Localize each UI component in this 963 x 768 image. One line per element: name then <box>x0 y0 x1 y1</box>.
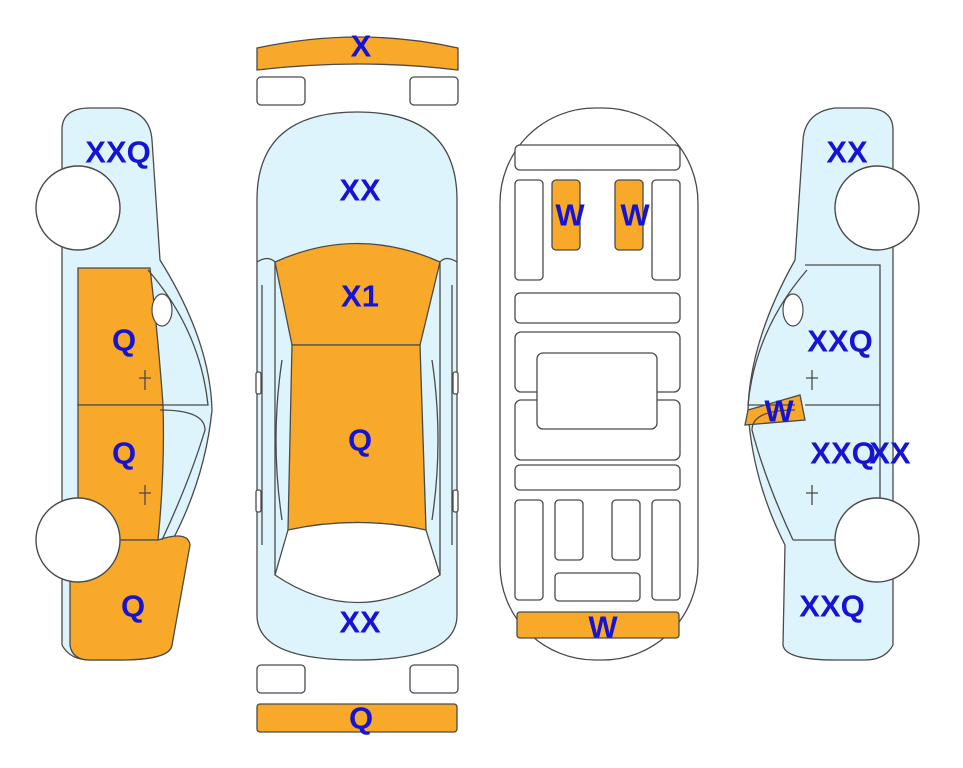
right-side-car <box>744 107 920 661</box>
rear-bumper-panel[interactable] <box>256 703 458 733</box>
right-mirror-panel[interactable] <box>744 394 806 426</box>
label-floor-seat-right: W <box>620 198 650 233</box>
label-floor-seat-left: W <box>555 198 585 233</box>
left-rear-wheel <box>35 497 121 583</box>
label-front-bumper: X <box>351 29 372 64</box>
label-roof: Q <box>348 423 372 458</box>
rear-light-left <box>256 664 306 694</box>
front-light-right <box>409 76 459 106</box>
floor-view <box>499 107 699 661</box>
floor-seat-right-panel[interactable] <box>614 179 644 251</box>
left-side-car <box>35 107 213 661</box>
floor-seat-left-panel[interactable] <box>551 179 581 251</box>
label-windshield: X1 <box>341 279 379 314</box>
label-right-front-fender: XX <box>826 135 868 170</box>
label-trunk: XX <box>339 605 381 640</box>
front-light-left <box>256 76 306 106</box>
rear-window <box>274 521 441 604</box>
label-hood: XX <box>339 173 381 208</box>
right-rear-wheel <box>834 497 920 583</box>
label-rear-bumper: Q <box>349 701 373 736</box>
floor-rear-panel[interactable] <box>516 611 680 639</box>
label-right-rear-quarter: XXQ <box>799 589 864 624</box>
label-left-front-door: Q <box>112 323 136 358</box>
label-left-rear-quarter: Q <box>121 589 145 624</box>
right-front-wheel <box>834 165 920 251</box>
label-right-mirror: W <box>764 394 794 429</box>
left-front-wheel <box>35 165 121 251</box>
label-right-front-door: XXQ <box>807 324 872 359</box>
label-floor-rear-panel: W <box>588 610 618 645</box>
top-view-car <box>255 111 459 661</box>
label-left-front-fender: XXQ <box>85 135 150 170</box>
front-bumper-panel[interactable] <box>256 36 459 71</box>
label-right-rear-door: XXQ <box>810 436 875 471</box>
rear-light-right <box>409 664 459 694</box>
label-left-rear-door: Q <box>112 436 136 471</box>
label-right-rear-door-extra: XX <box>869 436 911 471</box>
